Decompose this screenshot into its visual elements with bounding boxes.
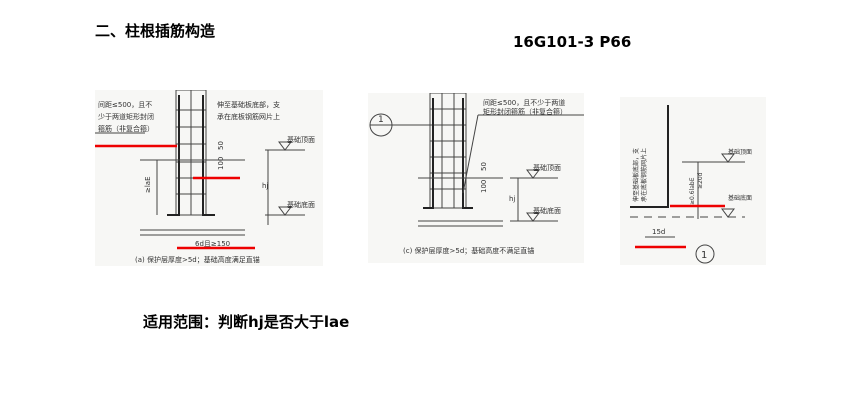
diagram-label: 矩形封闭箍筋（非复合箍） bbox=[483, 107, 567, 116]
diagram-label: 基础顶面 bbox=[287, 135, 315, 144]
diagram-label: 伸至基础板底部，支 bbox=[632, 148, 640, 202]
diagram-label: 箍筋（非复合箍） bbox=[98, 124, 154, 133]
diagram-label: hj bbox=[262, 182, 268, 190]
diagram-label: 基础底面 bbox=[728, 194, 752, 202]
diagram-label: 承在底板钢筋网片上 bbox=[640, 148, 648, 202]
diagram-label: 间距≤500，且不少于两道 bbox=[483, 98, 565, 107]
diagram-a: 间距≤500，且不 少于两道矩形封闭 箍筋（非复合箍） 伸至基础板底部，支 承在… bbox=[95, 90, 323, 266]
scope-text: 适用范围：判断hj是否大于lae bbox=[143, 313, 350, 331]
diagram-label: (c) 保护层厚度>5d；基础高度不满足直锚 bbox=[403, 246, 534, 255]
diagram-label: 15d bbox=[652, 228, 665, 236]
reference-code: 16G101-3 P66 bbox=[513, 33, 632, 51]
detail-1: 伸至基础板底部，支 承在底板钢筋网片上 基础顶面 基础底面 ≥0.6labE ≥… bbox=[620, 97, 766, 265]
diagram-label: hj bbox=[509, 195, 515, 203]
diagram-c: 1 间距≤500，且不少于两道 矩形封闭箍筋（非复合箍） 50 100 基础顶面… bbox=[368, 93, 584, 263]
diagram-label: ≥20d bbox=[697, 172, 704, 189]
diagram-label: 1 bbox=[701, 250, 707, 261]
diagram-label: 间距≤500，且不 bbox=[98, 101, 152, 109]
diagram-label: ≥0.6labE bbox=[689, 177, 696, 205]
diagram-label: 1 bbox=[378, 115, 384, 125]
diagram-label: 50 bbox=[217, 141, 225, 150]
diagram-label: 基础底面 bbox=[287, 200, 315, 209]
diagram-label: 承在底板钢筋网片上 bbox=[217, 112, 280, 121]
diagram-label: ≥laE bbox=[144, 176, 152, 193]
diagram-label: 6d且≥150 bbox=[195, 240, 230, 248]
diagram-label: 基础顶面 bbox=[533, 163, 561, 172]
section-title: 二、柱根插筋构造 bbox=[95, 22, 216, 40]
diagram-label: 50 bbox=[480, 162, 488, 171]
diagram-label: (a) 保护层厚度>5d；基础高度满足直锚 bbox=[135, 255, 260, 264]
diagram-label: 伸至基础板底部，支 bbox=[217, 100, 280, 109]
diagram-label: 基础底面 bbox=[533, 206, 561, 215]
diagram-label: 100 bbox=[480, 180, 488, 193]
diagram-label: 少于两道矩形封闭 bbox=[98, 112, 154, 121]
diagram-label: 基础顶面 bbox=[728, 148, 752, 156]
diagram-label: 100 bbox=[217, 157, 225, 170]
